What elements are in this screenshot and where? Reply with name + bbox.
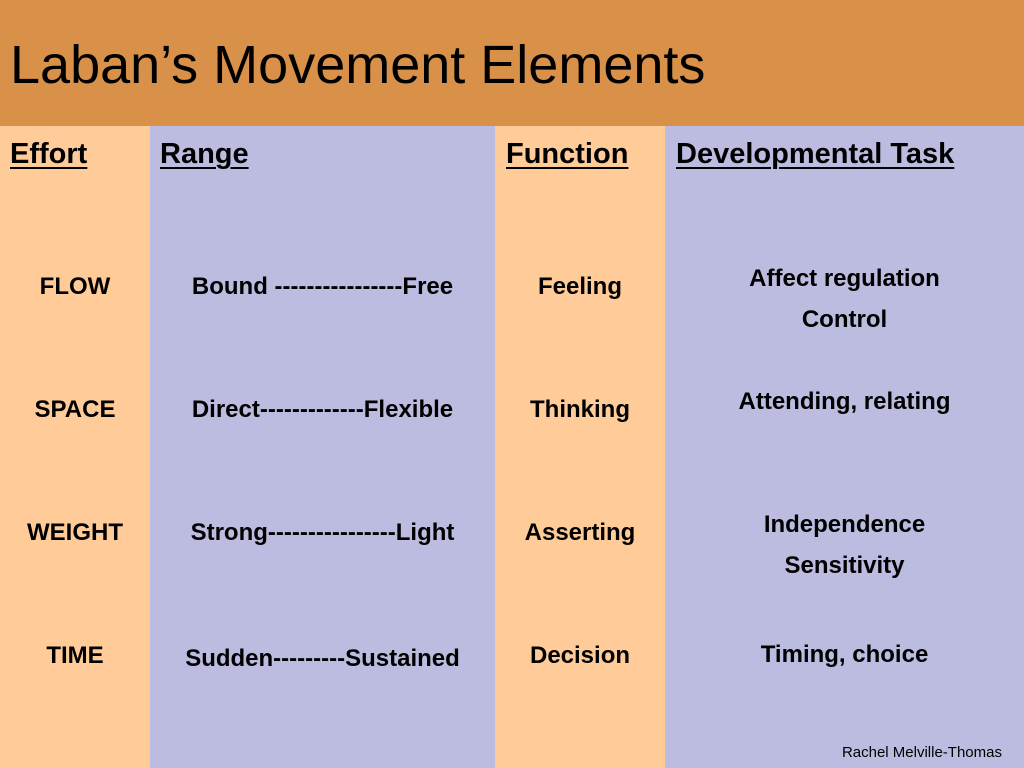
task-space: Attending, relating — [665, 381, 1024, 422]
function-flow: Feeling — [537, 273, 622, 300]
task-weight: Independence Sensitivity — [665, 504, 1024, 586]
header-effort: Effort — [10, 138, 88, 170]
slide-title: Laban’s Movement Elements — [10, 35, 706, 95]
range-flow: Bound ----------------Free — [191, 273, 454, 300]
task-weight-line-2: Sensitivity — [784, 552, 905, 579]
task-flow-line-1: Affect regulation — [749, 265, 940, 292]
effort-space: SPACE — [34, 396, 116, 423]
task-flow-line-2: Control — [801, 306, 888, 333]
header-function: Function — [506, 138, 629, 170]
function-weight: Asserting — [524, 519, 636, 546]
developmental-task-column — [665, 126, 1024, 768]
function-space: Thinking — [530, 396, 630, 423]
effort-time: TIME — [46, 642, 104, 669]
function-time: Decision — [529, 642, 631, 669]
range-time: Sudden---------Sustained — [185, 645, 460, 672]
effort-weight: WEIGHT — [27, 519, 123, 546]
task-time-line-1: Timing, choice — [760, 641, 929, 668]
header-range: Range — [160, 138, 249, 170]
title-bar — [0, 0, 1024, 126]
author-credit: Rachel Melville-Thomas — [841, 744, 1002, 761]
task-flow: Affect regulation Control — [665, 258, 1024, 340]
range-space: Direct-------------Flexible — [191, 396, 454, 423]
task-weight-line-1: Independence — [763, 511, 926, 538]
effort-column — [0, 126, 150, 768]
header-developmental-task: Developmental Task — [676, 138, 955, 170]
effort-flow: FLOW — [39, 273, 111, 300]
range-weight: Strong----------------Light — [190, 519, 455, 546]
range-column — [150, 126, 495, 768]
function-column — [495, 126, 665, 768]
task-time: Timing, choice — [665, 634, 1024, 675]
task-space-line-1: Attending, relating — [738, 388, 951, 415]
